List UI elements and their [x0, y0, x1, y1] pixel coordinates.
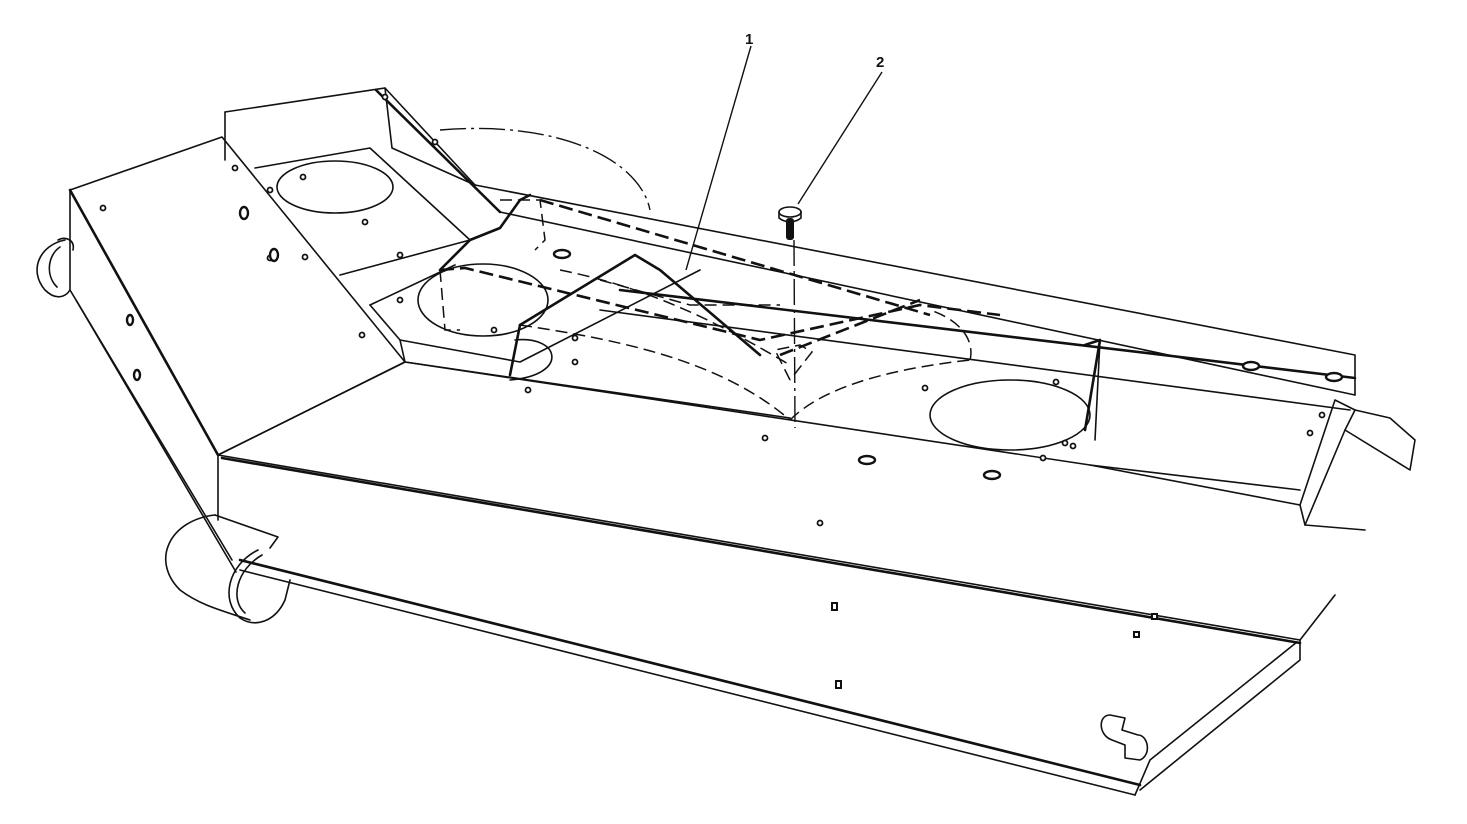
- center-spindle-opening: [417, 263, 549, 337]
- mounting-holes: [99, 93, 1344, 689]
- callout-label-1: 1: [745, 31, 753, 48]
- left-hook: [36, 237, 75, 298]
- front-right-hinge: [1100, 714, 1149, 761]
- callout-1: 1: [685, 31, 753, 271]
- blade-openings: [276, 160, 1091, 451]
- right-spindle-opening: [929, 379, 1091, 451]
- front-left-roller-bracket: [164, 514, 291, 624]
- deck-body: [68, 87, 1357, 796]
- right-bracket: [1299, 399, 1416, 531]
- leader-line-2: [797, 71, 883, 205]
- callout-label-2: 2: [876, 54, 884, 71]
- callout-2: 2: [797, 54, 884, 205]
- left-spindle-opening: [276, 160, 394, 214]
- bolt-part-2: [778, 206, 802, 429]
- baffle-part-1: [438, 193, 1001, 421]
- leader-line-1: [685, 45, 752, 271]
